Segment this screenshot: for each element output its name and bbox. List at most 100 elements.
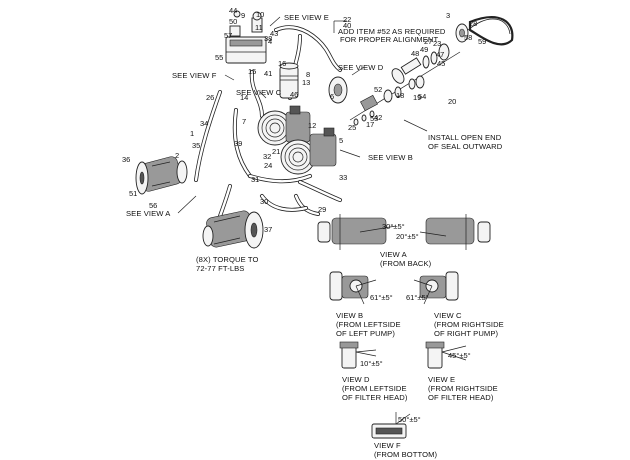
- item-number-50: 50: [229, 17, 237, 26]
- item-number-1: 1: [190, 129, 194, 138]
- see-view-f-label: SEE VIEW F: [172, 71, 217, 80]
- hose-lines-left: [194, 90, 342, 224]
- item-number-45: 45: [437, 59, 445, 68]
- see-view-c-label: SEE VIEW C: [236, 88, 282, 97]
- item-number-27: 27: [424, 37, 432, 46]
- view-b-angle: 61°±5°: [370, 293, 393, 302]
- item-number-38: 38: [264, 34, 272, 43]
- item-number-41: 41: [264, 69, 272, 78]
- view-c-title: VIEW C: [434, 311, 462, 320]
- view-a-title: VIEW A: [380, 250, 408, 259]
- leader-lines: [177, 16, 428, 214]
- callout-labels: SEE VIEW E SEE VIEW D SEE VIEW F SEE VIE…: [126, 13, 503, 273]
- item-number-35: 35: [192, 141, 200, 150]
- see-view-d-label: SEE VIEW D: [338, 63, 384, 72]
- view-f-subtitle: (FROM BOTTOM): [374, 450, 438, 459]
- add-item-note-line-1: ADD ITEM #52 AS REQUIRED: [338, 27, 446, 36]
- item-number-32: 32: [263, 152, 271, 161]
- view-c-sub-2: OF RIGHT PUMP): [434, 329, 498, 338]
- item-number-20: 20: [448, 97, 456, 106]
- see-view-a-label: SEE VIEW A: [126, 209, 171, 218]
- view-d-detail: 10°±5° VIEW D (FROM LEFTSIDE OF FILTER H…: [339, 341, 408, 402]
- item-number-57: 57: [224, 31, 232, 40]
- item-number-34: 34: [200, 119, 208, 128]
- view-d-angle: 10°±5°: [360, 359, 383, 368]
- item-number-53: 53: [370, 114, 378, 123]
- item-number-44: 44: [229, 6, 237, 15]
- add-item-note-line-2: FOR PROPER ALIGNMENT: [340, 35, 438, 44]
- item-number-14: 14: [240, 93, 248, 102]
- item-number-37: 37: [264, 225, 272, 234]
- item-number-16: 16: [278, 59, 286, 68]
- see-view-b-label: SEE VIEW B: [368, 153, 413, 162]
- install-note-line-2: OF SEAL OUTWARD: [428, 142, 503, 151]
- drive-belt: [455, 16, 514, 46]
- item-number-52: 52: [374, 85, 382, 94]
- left-wheel-motor: [135, 156, 188, 195]
- item-number-58: 58: [464, 33, 472, 42]
- item-number-10: 10: [256, 10, 264, 19]
- item-number-21: 21: [272, 147, 280, 156]
- item-number-33: 33: [339, 173, 347, 182]
- item-number-54: 54: [418, 92, 426, 101]
- hydraulic-reservoir: [225, 10, 267, 64]
- shaft-stack: [349, 43, 461, 126]
- view-e-detail: 45°±5° VIEW E (FROM RIGHTSIDE OF FILTER …: [425, 341, 498, 402]
- view-a-detail: 30°±5° 20°±5° VIEW A (FROM BACK): [317, 214, 491, 268]
- item-number-55: 55: [215, 53, 223, 62]
- view-e-angle: 45°±5°: [448, 351, 471, 360]
- view-a-angle-2: 20°±5°: [396, 232, 419, 241]
- item-number-4: 4: [268, 37, 272, 46]
- view-f-angle: 50°±5°: [398, 415, 421, 424]
- view-a-subtitle: (FROM BACK): [380, 259, 432, 268]
- item-number-3: 3: [446, 11, 450, 20]
- view-c-detail: 61°±5° VIEW C (FROM RIGHTSIDE OF RIGHT P…: [406, 271, 504, 338]
- oil-filter: [279, 62, 299, 99]
- view-b-sub-1: (FROM LEFTSIDE: [336, 320, 401, 329]
- bottom-wheel-motor: [202, 210, 264, 249]
- item-number-30: 30: [260, 197, 268, 206]
- item-number-40: 40: [343, 21, 351, 30]
- item-number-48: 48: [411, 49, 419, 58]
- torque-note-line-1: (8X) TORQUE TO: [196, 255, 258, 264]
- view-c-sub-1: (FROM RIGHTSIDE: [434, 320, 504, 329]
- item-number-15: 15: [248, 67, 256, 76]
- view-c-angle: 61°±5°: [406, 293, 429, 302]
- view-e-sub-2: OF FILTER HEAD): [428, 393, 494, 402]
- item-number-22: 22: [343, 15, 351, 24]
- view-e-title: VIEW E: [428, 375, 455, 384]
- view-a-angle-1: 30°±5°: [382, 222, 405, 231]
- right-pump-assembly: [280, 127, 337, 175]
- item-number-36: 36: [122, 155, 130, 164]
- item-number-23: 23: [433, 39, 441, 48]
- item-number-39: 39: [234, 139, 242, 148]
- install-note-line-1: INSTALL OPEN END: [428, 133, 502, 142]
- view-b-sub-2: OF LEFT PUMP): [336, 329, 395, 338]
- item-number-28: 28: [469, 19, 477, 28]
- item-number-8: 8: [306, 70, 310, 79]
- item-number-59: 59: [478, 37, 486, 46]
- item-number-17: 17: [366, 120, 374, 129]
- view-e-sub-1: (FROM RIGHTSIDE: [428, 384, 498, 393]
- view-d-sub-2: OF FILTER HEAD): [342, 393, 408, 402]
- item-number-11: 11: [255, 23, 263, 32]
- view-d-title: VIEW D: [342, 375, 370, 384]
- item-number-31: 31: [251, 175, 259, 184]
- torque-note-line-2: 72-77 FT-LBS: [196, 264, 244, 273]
- item-number-5: 5: [339, 136, 343, 145]
- item-number-12: 12: [308, 121, 316, 130]
- item-number-7: 7: [242, 117, 246, 126]
- view-d-sub-1: (FROM LEFTSIDE: [342, 384, 407, 393]
- view-f-detail: 50°±5° VIEW F (FROM BOTTOM): [371, 412, 438, 459]
- item-number-13: 13: [302, 78, 310, 87]
- item-number-26: 26: [206, 93, 214, 102]
- item-number-2: 2: [175, 151, 179, 160]
- item-number-56: 56: [149, 201, 157, 210]
- view-b-detail: 61°±5° VIEW B (FROM LEFTSIDE OF LEFT PUM…: [329, 271, 401, 338]
- view-f-title: VIEW F: [374, 441, 401, 450]
- item-number-24: 24: [264, 161, 272, 170]
- left-pump-assembly: [257, 105, 311, 146]
